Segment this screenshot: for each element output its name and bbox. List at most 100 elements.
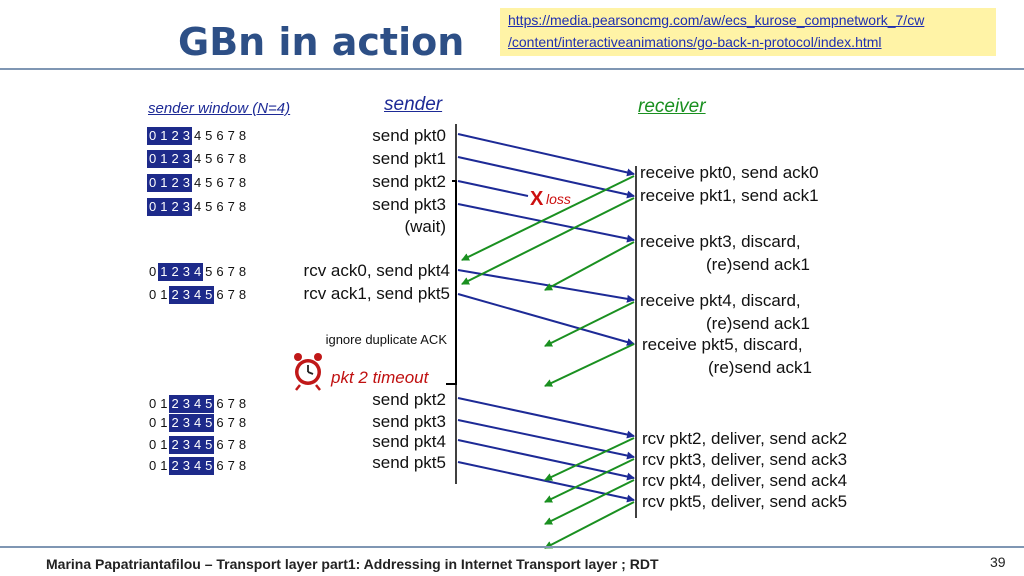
sequence-number-cell: 4 bbox=[193, 151, 202, 166]
sequence-number-cell: 1 bbox=[160, 458, 168, 473]
arrow-pkt2-lost bbox=[457, 180, 529, 197]
sequence-number-cell: 0 bbox=[149, 458, 157, 473]
sequence-number-cell: 6 bbox=[216, 264, 224, 279]
sender-event-resend-pkt2: send pkt2 bbox=[372, 390, 446, 409]
arrow-dup-ack1-a bbox=[544, 241, 635, 291]
sender-header: sender bbox=[384, 94, 443, 115]
sequence-number-cell: 8 bbox=[238, 415, 247, 430]
sequence-number-cell: 6 bbox=[216, 151, 224, 166]
sequence-number-cell: 0 bbox=[147, 174, 159, 192]
reference-link-line-2[interactable]: /content/interactiveanimations/go-back-n… bbox=[508, 34, 882, 50]
sequence-number-cell: 1 bbox=[158, 174, 170, 192]
sequence-number-cell: 5 bbox=[205, 264, 213, 279]
arrow-resend-pkt5 bbox=[457, 461, 635, 503]
sequence-number-cell: 0 bbox=[149, 437, 157, 452]
sequence-number-cell: 8 bbox=[238, 128, 247, 143]
reference-link-box[interactable]: https://media.pearsoncmg.com/aw/ecs_kuro… bbox=[500, 8, 996, 56]
reference-link-line-1[interactable]: https://media.pearsoncmg.com/aw/ecs_kuro… bbox=[508, 12, 925, 28]
sequence-number-cell: 4 bbox=[191, 457, 204, 475]
timeout-label: pkt 2 timeout bbox=[331, 368, 429, 387]
receiver-event-pkt0: receive pkt0, send ack0 bbox=[640, 163, 819, 182]
sequence-number-cell: 7 bbox=[227, 151, 235, 166]
sequence-number-cell: 0 bbox=[149, 287, 157, 302]
sequence-number-cell: 0 bbox=[149, 264, 157, 279]
sequence-number-cell: 0 bbox=[147, 198, 159, 216]
sequence-number-cell: 2 bbox=[169, 150, 181, 168]
sender-event-wait: (wait) bbox=[404, 217, 446, 236]
sequence-number-cell: 4 bbox=[193, 199, 202, 214]
sequence-number-cell: 4 bbox=[191, 263, 204, 281]
sequence-number-cell: 8 bbox=[238, 396, 247, 411]
arrow-ack3 bbox=[544, 458, 635, 503]
page-number: 39 bbox=[990, 554, 1006, 570]
receiver-event-deliver-pkt2: rcv pkt2, deliver, send ack2 bbox=[642, 429, 848, 448]
sequence-number-cell: 4 bbox=[191, 414, 204, 432]
sequence-number-cell: 4 bbox=[193, 175, 202, 190]
sequence-number-cell: 2 bbox=[169, 457, 181, 475]
arrow-ack4 bbox=[544, 479, 635, 525]
sender-event-send-pkt0: send pkt0 bbox=[372, 126, 446, 145]
sequence-number-cell: 6 bbox=[216, 458, 224, 473]
arrow-resend-pkt2 bbox=[457, 397, 635, 439]
sequence-number-cell: 2 bbox=[169, 263, 181, 281]
sequence-number-cell: 0 bbox=[147, 150, 159, 168]
sequence-number-cell: 5 bbox=[203, 457, 215, 475]
sequence-number-cell: 7 bbox=[227, 264, 235, 279]
sender-event-resend-pkt4: send pkt4 bbox=[372, 432, 446, 451]
sequence-number-cell: 5 bbox=[203, 395, 215, 413]
arrow-resend-pkt4 bbox=[457, 439, 635, 481]
sequence-number-cell: 3 bbox=[180, 263, 192, 281]
sequence-number-cell: 7 bbox=[227, 175, 235, 190]
sequence-number-cell: 7 bbox=[227, 396, 235, 411]
sequence-number-cell: 7 bbox=[227, 199, 235, 214]
sequence-number-cell: 3 bbox=[180, 414, 192, 432]
sender-event-resend-pkt5: send pkt5 bbox=[372, 453, 446, 472]
sequence-number-cell: 7 bbox=[227, 458, 235, 473]
arrow-dup-ack1-b bbox=[544, 301, 635, 347]
loss-x-mark: X bbox=[530, 188, 544, 210]
arrow-pkt3 bbox=[457, 203, 635, 243]
sequence-number-cell: 3 bbox=[180, 457, 192, 475]
sender-event-send-pkt1: send pkt1 bbox=[372, 149, 446, 168]
sequence-number-cell: 1 bbox=[158, 263, 170, 281]
sequence-number-cell: 2 bbox=[169, 198, 181, 216]
sequence-number-cell: 0 bbox=[147, 127, 159, 145]
sequence-number-cell: 3 bbox=[180, 286, 192, 304]
sequence-number-cell: 7 bbox=[227, 437, 235, 452]
timeout-bracket bbox=[446, 180, 457, 385]
sequence-number-cell: 8 bbox=[238, 199, 247, 214]
sequence-number-cell: 6 bbox=[216, 199, 224, 214]
alarm-clock-icon bbox=[294, 353, 322, 391]
arrow-pkt4 bbox=[457, 269, 635, 303]
sequence-number-cell: 6 bbox=[216, 415, 224, 430]
sequence-number-cell: 3 bbox=[180, 436, 192, 454]
receiver-header: receiver bbox=[638, 96, 706, 117]
sequence-number-cell: 2 bbox=[169, 395, 181, 413]
sequence-number-cell: 7 bbox=[227, 128, 235, 143]
sequence-number-cell: 7 bbox=[227, 415, 235, 430]
arrow-pkt0 bbox=[457, 133, 635, 177]
footer-text: Marina Papatriantafilou – Transport laye… bbox=[46, 556, 659, 572]
sequence-number-cell: 8 bbox=[238, 264, 247, 279]
sequence-number-cell: 5 bbox=[203, 414, 215, 432]
sender-window-label: sender window (N=4) bbox=[148, 100, 291, 117]
sequence-number-cell: 8 bbox=[238, 287, 247, 302]
receiver-event-resend-ack1-b: (re)send ack1 bbox=[706, 314, 810, 333]
sequence-number-cell: 2 bbox=[169, 414, 181, 432]
arrow-ack0 bbox=[461, 175, 635, 261]
sequence-number-cell: 6 bbox=[216, 128, 224, 143]
arrow-dup-ack1-c bbox=[544, 343, 635, 387]
sequence-number-cell: 8 bbox=[238, 151, 247, 166]
sender-event-send-pkt3: send pkt3 bbox=[372, 195, 446, 214]
sender-event-ignore-dup: ignore duplicate ACK bbox=[325, 332, 447, 347]
receiver-event-deliver-pkt4: rcv pkt4, deliver, send ack4 bbox=[642, 471, 848, 490]
sequence-number-cell: 2 bbox=[169, 127, 181, 145]
sequence-number-cell: 7 bbox=[227, 287, 235, 302]
sequence-number-cell: 1 bbox=[158, 198, 170, 216]
sequence-number-cell: 6 bbox=[216, 175, 224, 190]
sequence-number-cell: 4 bbox=[191, 395, 204, 413]
